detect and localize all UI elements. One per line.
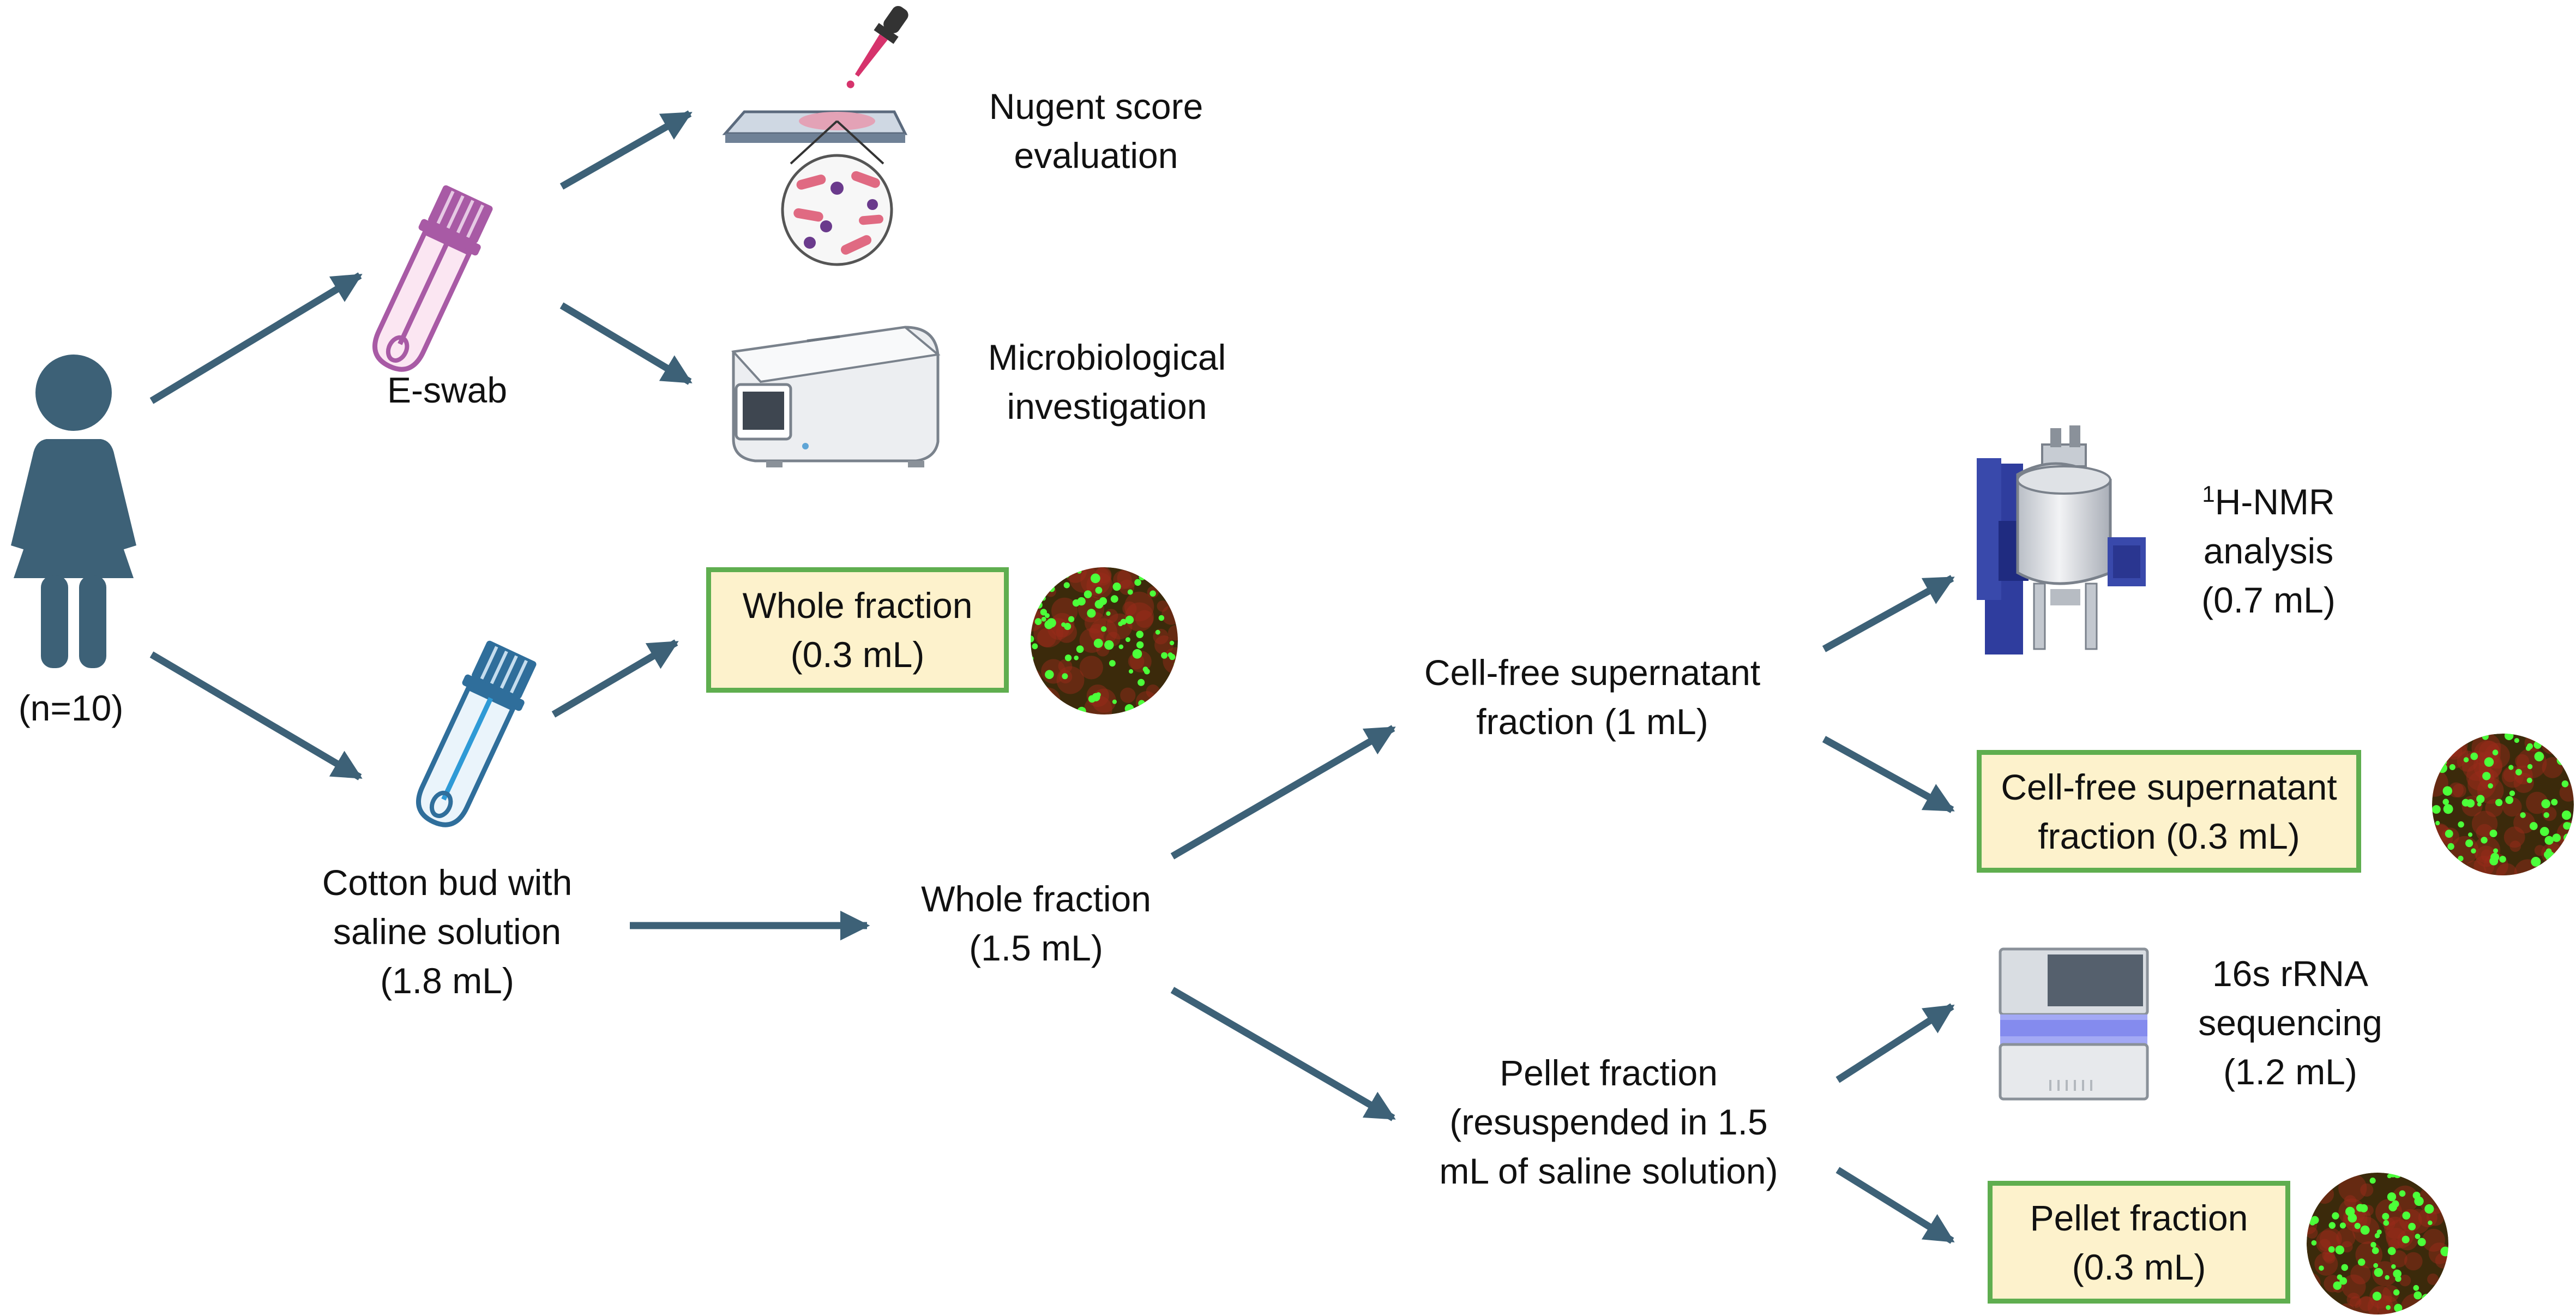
nugent-label: Nugent score evaluation [927,82,1265,180]
arrow-person-to-cotton [149,651,363,780]
fluorescence-image-whole [1031,567,1178,714]
arrow-pellet-to-seq [1835,1003,1955,1083]
pellet-box: Pellet fraction (0.3 mL) [1988,1181,2290,1304]
nmr-line-1: 1H-NMR [2159,477,2378,526]
cotton-line-2: saline solution [333,911,562,952]
nmr-spectrometer-icon [1977,425,2146,655]
pellet-fraction-label: Pellet fraction (resuspended in 1.5 mL o… [1369,1048,1849,1196]
nugent-line-1: Nugent score [989,86,1203,127]
whole-fraction-box: Whole fraction (0.3 mL) [706,567,1009,693]
whole-box-line-1: Whole fraction [742,585,973,626]
nmr-label: 1H-NMR analysis (0.7 mL) [2159,477,2378,625]
arrow-eswab-to-micro [559,302,693,385]
nmr-superscript: 1 [2202,481,2215,507]
cotton-line-1: Cotton bud with [322,862,573,903]
cellfree-line-2: fraction (1 mL) [1476,701,1708,742]
cellfree-box-line-2: fraction (0.3 mL) [2038,815,2300,856]
arrow-pellet-to-box [1835,1167,1955,1244]
microbiological-label: Microbiological investigation [927,333,1287,431]
eswab-label: E-swab [387,370,508,410]
dropper-icon [846,5,908,88]
nmr-line-3: (0.7 mL) [2201,580,2336,620]
arrow-whole-to-pellet [1170,987,1396,1121]
seq-line-3: (1.2 mL) [2223,1052,2357,1092]
sequencer-icon [1999,947,2149,1101]
arrow-cellfree-to-box [1822,736,1955,813]
eswab-tube-icon [372,185,493,372]
nmr-line-1-text: H-NMR [2214,482,2335,522]
micro-line-2: investigation [1007,386,1207,427]
person-icon [11,355,136,668]
arrow-cellfree-to-nmr [1822,575,1955,652]
whole-line-2: (1.5 mL) [969,928,1103,968]
pellet-line-3: mL of saline solution) [1439,1151,1778,1191]
micro-line-1: Microbiological [988,337,1226,377]
arrow-eswab-to-nugent [559,110,693,190]
arrow-whole-to-cellfree [1170,725,1396,860]
seq-line-1: 16s rRNA [2212,953,2369,994]
cotton-bud-tube-icon [416,640,537,827]
whole-fraction-label: Whole fraction (1.5 mL) [851,874,1221,972]
fluorescence-texture [1031,567,1178,714]
pellet-line-1: Pellet fraction [1500,1053,1718,1093]
cotton-bud-label: Cotton bud with saline solution (1.8 mL) [262,858,633,1005]
pellet-box-line-1: Pellet fraction [2030,1197,2248,1238]
cellfree-box-line-1: Cell-free supernatant [2001,766,2337,807]
whole-box-line-2: (0.3 mL) [790,634,925,675]
sequencing-label: 16s rRNA sequencing (1.2 mL) [2170,949,2410,1096]
pellet-box-line-2: (0.3 mL) [2072,1246,2206,1287]
fluorescence-image-cellfree [2432,734,2574,875]
participants-label: (n=10) [18,688,124,728]
pellet-line-2: (resuspended in 1.5 [1449,1102,1768,1142]
microscope-slide-icon [722,110,908,266]
fluorescence-texture [2307,1173,2448,1314]
whole-line-1: Whole fraction [921,879,1151,919]
nugent-line-2: evaluation [1014,135,1178,176]
arrow-cotton-to-wholebox [551,639,679,718]
analyzer-machine-icon [731,326,941,467]
cell-free-supernatant-label: Cell-free supernatant fraction (1 mL) [1352,648,1832,746]
cell-free-box: Cell-free supernatant fraction (0.3 mL) [1977,750,2361,873]
fluorescence-image-pellet [2307,1173,2448,1314]
fluorescence-texture [2432,734,2574,875]
arrow-person-to-eswab [149,272,363,404]
seq-line-2: sequencing [2198,1002,2382,1043]
cotton-line-3: (1.8 mL) [380,960,514,1001]
nmr-line-2: analysis [2203,531,2334,571]
cellfree-line-1: Cell-free supernatant [1424,652,1761,693]
